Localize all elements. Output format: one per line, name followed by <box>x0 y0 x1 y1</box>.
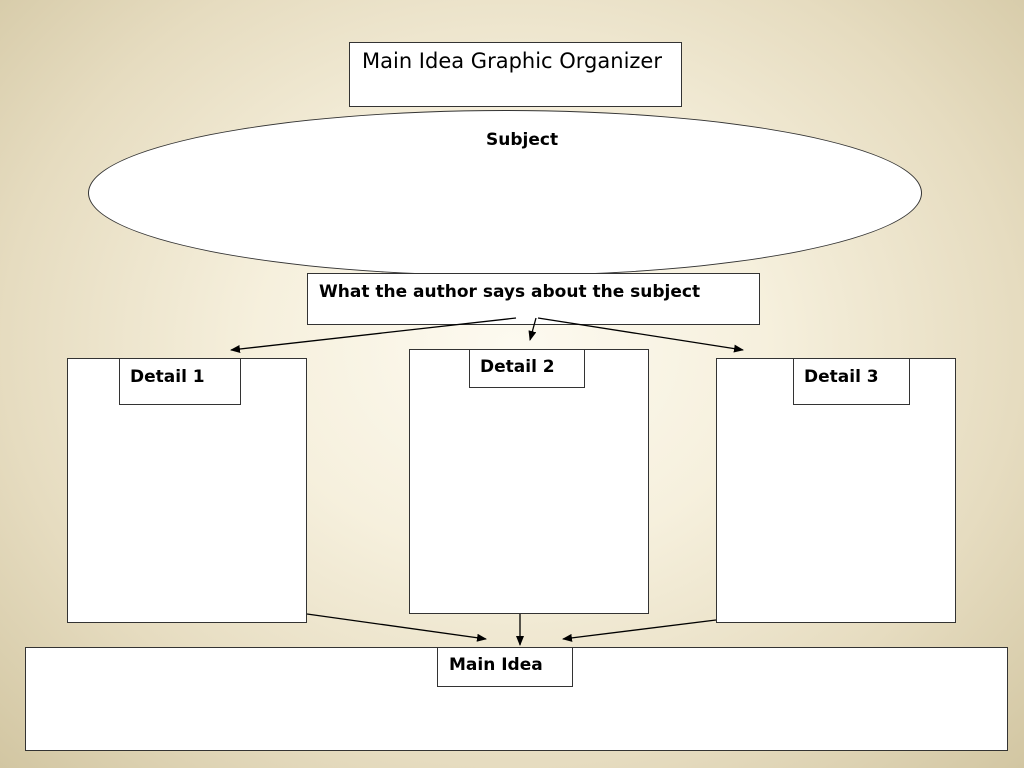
main-idea-label: Main Idea <box>449 655 543 675</box>
detail-2-label: Detail 2 <box>480 357 555 377</box>
arrow-to-detail-1 <box>230 317 517 353</box>
arrow-detail-3-to-main <box>562 619 717 642</box>
page-title: Main Idea Graphic Organizer <box>362 49 662 73</box>
author-says-box[interactable]: What the author says about the subject <box>307 273 760 325</box>
subject-label: Subject <box>486 130 559 150</box>
detail-3-label: Detail 3 <box>804 367 879 387</box>
detail-3-label-box: Detail 3 <box>793 358 910 405</box>
detail-1-label-box: Detail 1 <box>119 358 241 405</box>
detail-2-label-box: Detail 2 <box>469 349 585 388</box>
arrow-to-detail-2 <box>528 317 537 341</box>
arrow-detail-1-to-main <box>306 613 487 642</box>
title-box: Main Idea Graphic Organizer <box>349 42 682 107</box>
arrow-to-detail-3 <box>537 317 744 353</box>
author-says-label: What the author says about the subject <box>319 282 701 302</box>
detail-2-box[interactable] <box>409 349 649 614</box>
detail-1-label: Detail 1 <box>130 367 205 387</box>
main-idea-label-box: Main Idea <box>437 647 573 687</box>
